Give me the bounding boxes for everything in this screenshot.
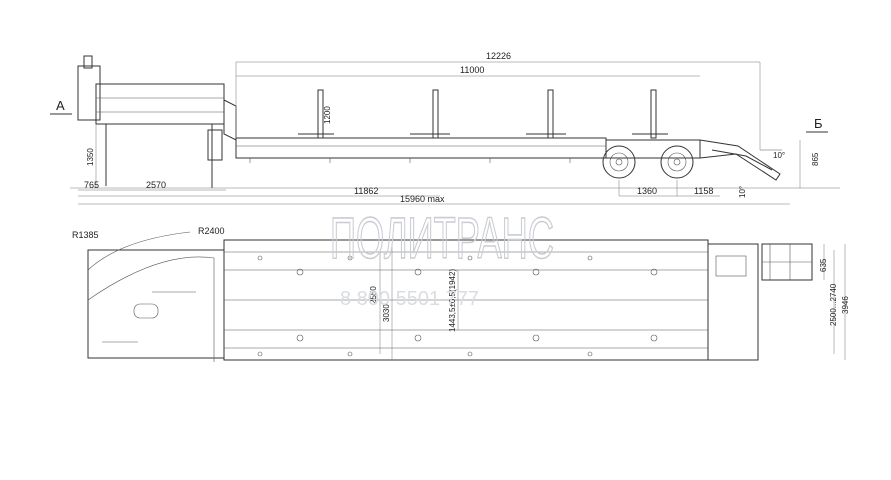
dim-width-3030: 3030 <box>382 304 391 322</box>
dim-ramp-clearance: 10° <box>738 186 747 198</box>
side-view: А Б <box>50 51 840 205</box>
dim-coupling-height: 1350 <box>86 148 95 166</box>
rear-ramps <box>699 139 782 181</box>
dim-outer-width: 3946 <box>841 296 850 314</box>
watermark-phone: 8 800 5501 777 <box>340 288 479 310</box>
dim-inner-width: 2500...2740 <box>829 283 838 326</box>
top-view: R1385 R2400 635 2500...2740 3946 2550 30… <box>72 226 850 362</box>
lashing-points <box>257 255 658 357</box>
dim-width-1443: 1443,5±0,5(1942) <box>448 269 457 332</box>
dim-radius-large: R2400 <box>198 226 225 236</box>
dim-ramp-width: 635 <box>819 258 828 272</box>
dim-rear-overhang: 1158 <box>694 186 713 196</box>
dim-axle-spacing: 1360 <box>637 186 657 196</box>
dim-overall-length: 12226 <box>486 51 511 61</box>
dim-stake-height: 1200 <box>323 106 332 124</box>
arc-r2400 <box>87 256 215 362</box>
dim-gooseneck-length: 2570 <box>146 180 166 190</box>
view-label-rear: Б <box>814 116 823 131</box>
view-label-front: А <box>56 98 65 113</box>
dim-radius-small: R1385 <box>72 230 99 240</box>
deck-side <box>235 137 701 163</box>
kingpin-plate <box>133 303 159 319</box>
dim-deck-length: 11000 <box>460 65 484 75</box>
gooseneck <box>77 55 237 188</box>
watermark-brand: ПОЛИТРАНС <box>330 206 554 271</box>
dim-max-length: 15960 max <box>400 194 445 204</box>
rear-ramps-top <box>707 243 813 361</box>
dim-width-2550: 2550 <box>369 286 378 304</box>
arc-r1385 <box>87 231 191 271</box>
dim-ramp-height: 865 <box>811 152 820 166</box>
deck-stakes <box>298 89 668 139</box>
dim-kingpin-offset: 765 <box>84 180 99 190</box>
dim-length-11862: 11862 <box>354 186 378 196</box>
wheels <box>602 145 694 179</box>
dim-ramp-angle: 10° <box>773 151 785 160</box>
